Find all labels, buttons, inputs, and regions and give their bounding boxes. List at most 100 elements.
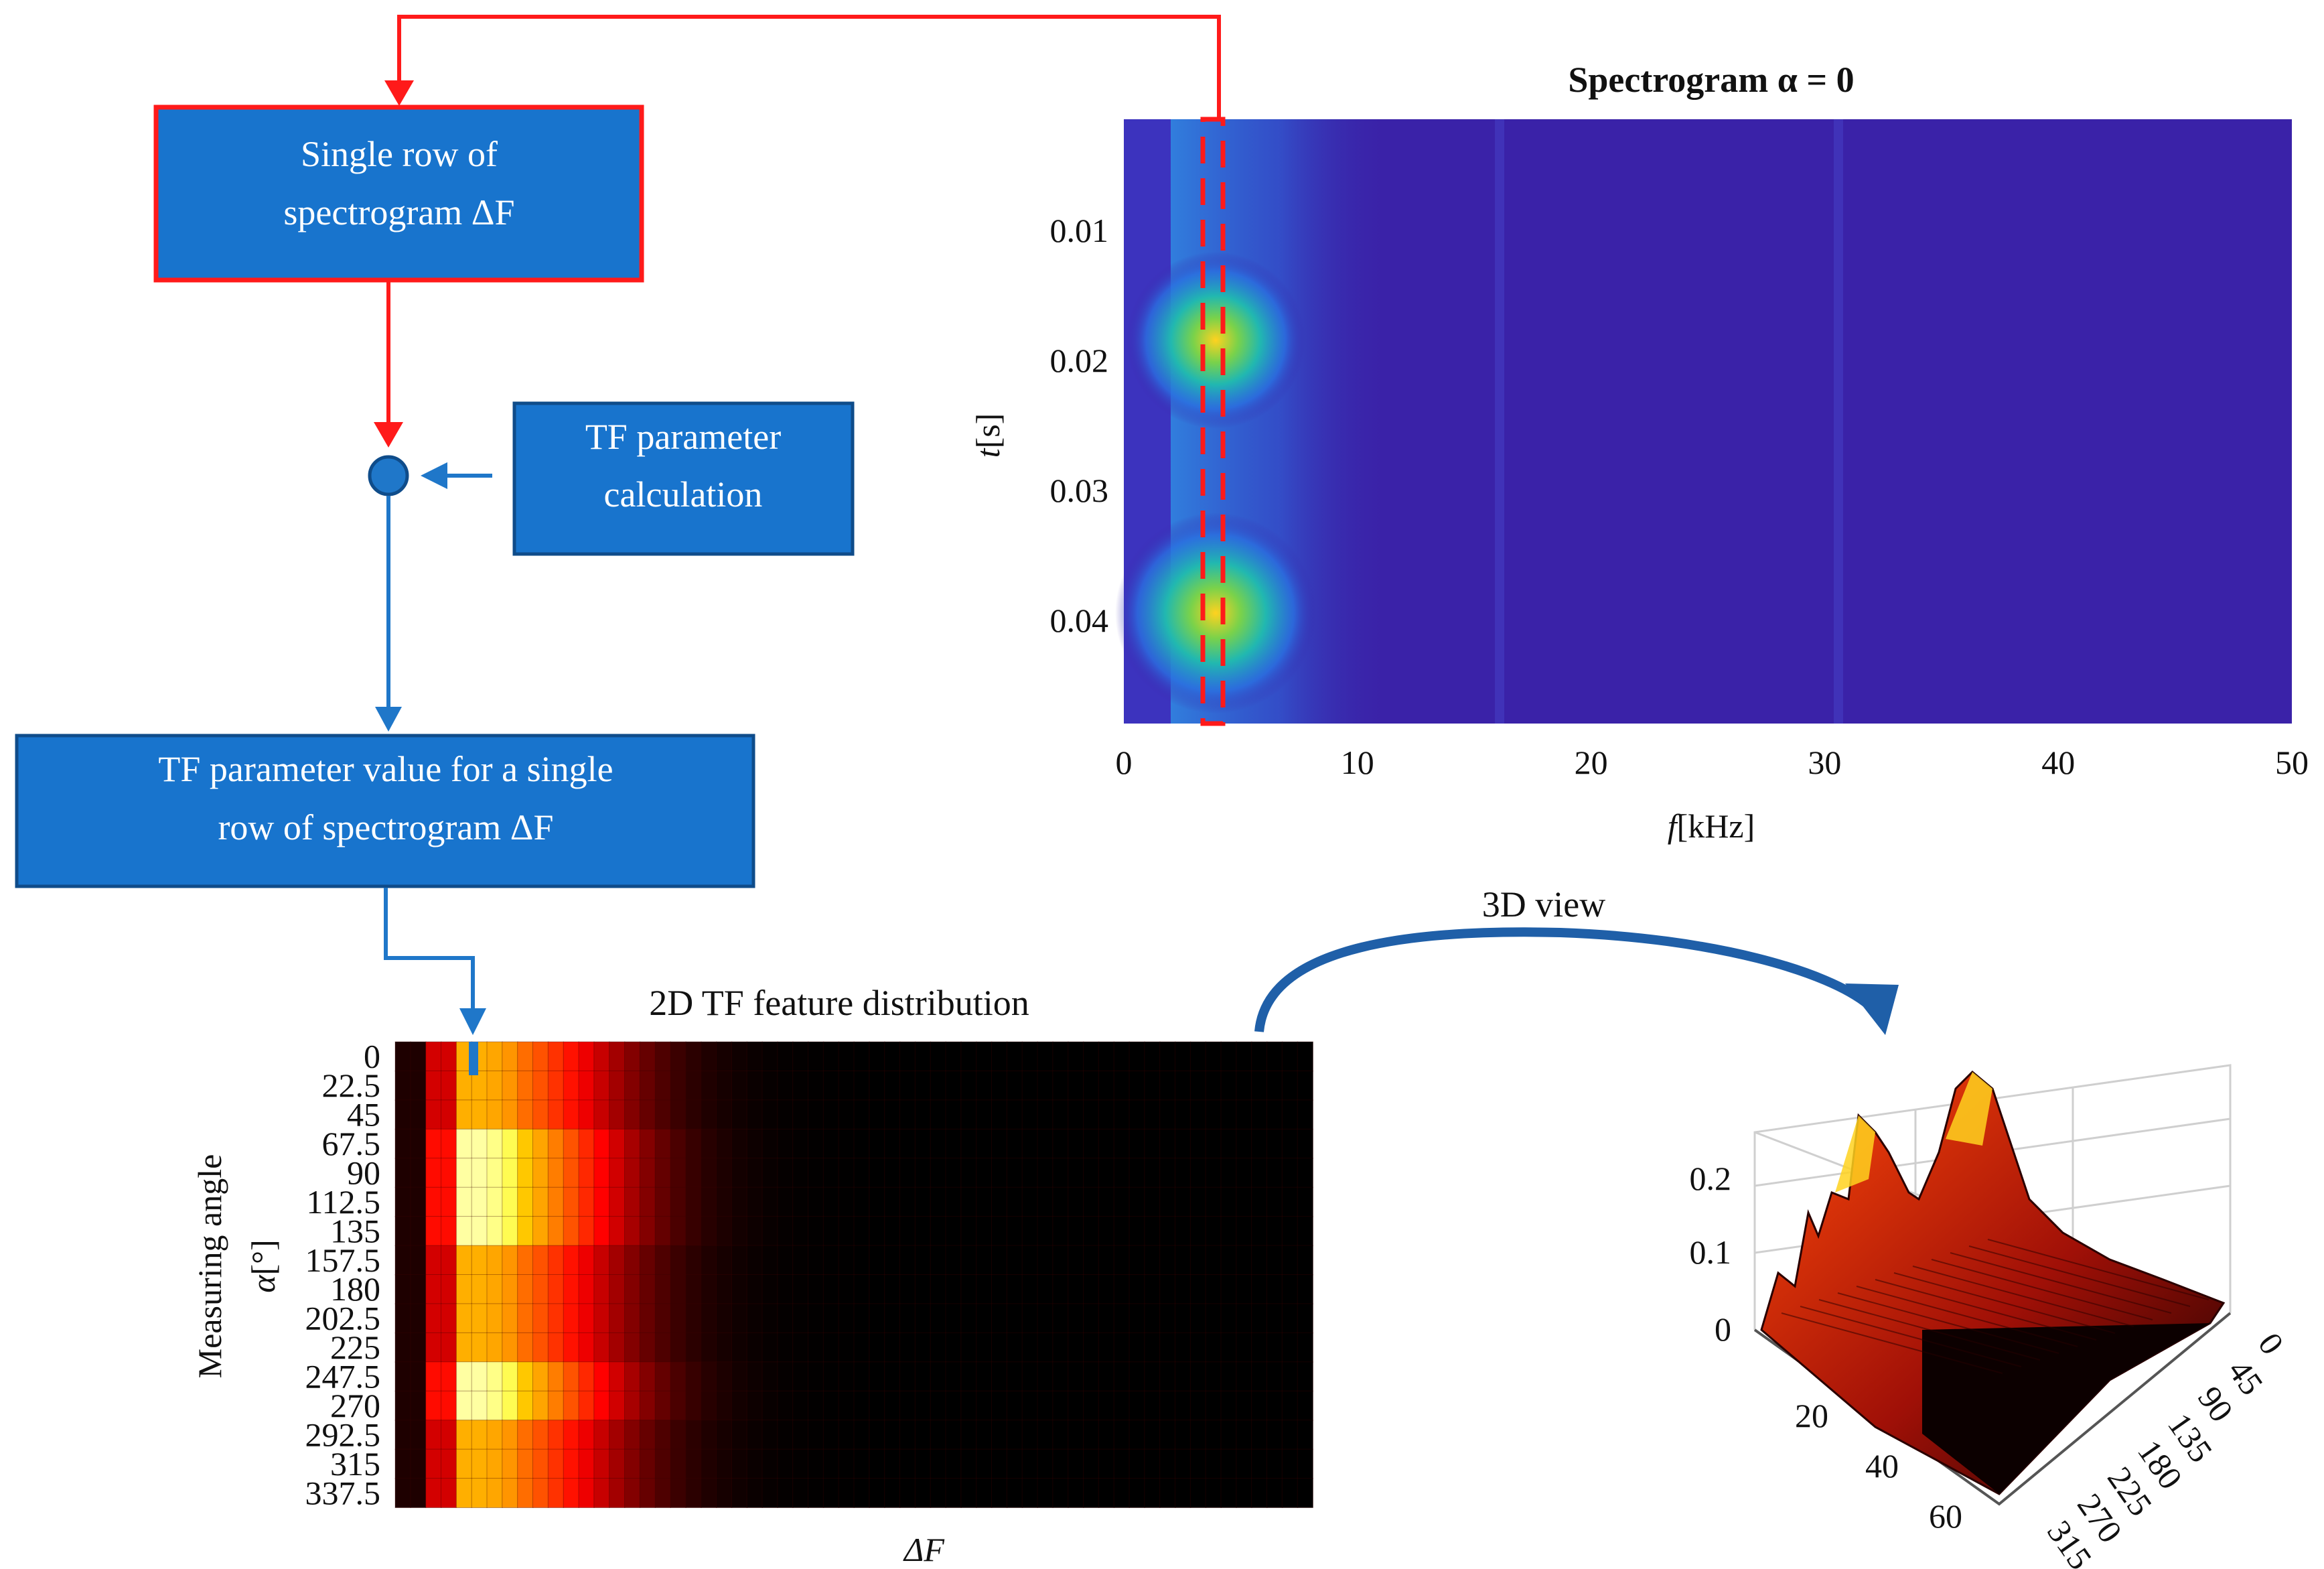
spectrogram-y-tick-label: 0.01 xyxy=(1050,212,1109,249)
heatmap-cell xyxy=(792,1390,809,1421)
heatmap-cell xyxy=(425,1448,442,1479)
heatmap-cell xyxy=(455,1070,473,1101)
heatmap-cell xyxy=(1113,1041,1130,1072)
box-tf-calculation-line1: TF parameter xyxy=(585,417,781,457)
heatmap-cell xyxy=(716,1186,733,1217)
heatmap-cell xyxy=(563,1216,580,1247)
heatmap-cell xyxy=(685,1186,702,1217)
heatmap-cell xyxy=(1098,1041,1115,1072)
heatmap-cell xyxy=(425,1478,442,1508)
heatmap-cell xyxy=(930,1041,946,1072)
heatmap-cell xyxy=(960,1361,977,1392)
heatmap-cell xyxy=(1159,1361,1176,1392)
heatmap-cell xyxy=(716,1099,733,1130)
heatmap-cell xyxy=(945,1245,962,1276)
heatmap-cell xyxy=(1098,1390,1115,1421)
heatmap-cell xyxy=(945,1186,962,1217)
heatmap-cell xyxy=(1083,1332,1100,1363)
heatmap-cell xyxy=(914,1332,932,1363)
spectrogram-y-tick-label: 0.03 xyxy=(1050,472,1109,509)
heatmap-cell xyxy=(1052,1361,1069,1392)
heatmap-cell xyxy=(609,1158,626,1188)
heatmap-cell xyxy=(930,1158,946,1188)
heatmap-cell xyxy=(1144,1361,1161,1392)
heatmap-cell xyxy=(639,1186,656,1217)
heatmap-cell xyxy=(899,1245,916,1276)
heatmap-cell xyxy=(517,1390,534,1421)
heatmap-cell xyxy=(945,1128,962,1159)
heatmap-cell xyxy=(685,1128,702,1159)
heatmap-cell xyxy=(532,1448,549,1479)
heatmap-cell xyxy=(701,1478,717,1508)
heatmap-cell xyxy=(1006,1303,1023,1334)
heatmap-cell xyxy=(1236,1274,1252,1304)
heatmap-cell xyxy=(563,1128,580,1159)
heatmap-cell xyxy=(808,1070,824,1101)
heatmap-cell xyxy=(1159,1478,1176,1508)
heatmap-cell xyxy=(1189,1361,1207,1392)
heatmap-cells xyxy=(394,1041,1313,1508)
heatmap-cell xyxy=(1236,1478,1252,1508)
heatmap-cell xyxy=(884,1070,901,1101)
heatmap-cell xyxy=(532,1303,549,1334)
heatmap-cell xyxy=(991,1448,1008,1479)
heatmap-cell xyxy=(1205,1303,1222,1334)
heatmap-cell xyxy=(1281,1420,1299,1450)
heatmap-cell xyxy=(914,1478,932,1508)
heatmap-cell xyxy=(716,1070,733,1101)
heatmap-cell xyxy=(838,1420,855,1450)
heatmap-cell xyxy=(502,1099,518,1130)
heatmap-cell xyxy=(1068,1390,1084,1421)
heatmap-cell xyxy=(1052,1099,1069,1130)
heatmap-cell xyxy=(1175,1158,1191,1188)
heatmap-cell xyxy=(777,1332,794,1363)
heatmap-cell xyxy=(1083,1274,1100,1304)
heatmap-cell xyxy=(1159,1041,1176,1072)
heatmap-cell xyxy=(822,1274,840,1304)
heatmap-cell xyxy=(991,1420,1008,1450)
surface-x-tick-label: 40 xyxy=(1865,1447,1899,1485)
heatmap-cell xyxy=(547,1448,565,1479)
heatmap-cell xyxy=(502,1390,518,1421)
heatmap-y-tick-label: 22.5 xyxy=(322,1067,381,1104)
heatmap-cell xyxy=(1266,1332,1283,1363)
heatmap-cell xyxy=(1006,1361,1023,1392)
heatmap-cell xyxy=(746,1448,763,1479)
heatmap-cell xyxy=(914,1245,932,1276)
heatmap-cell xyxy=(1052,1186,1069,1217)
heatmap-cell xyxy=(930,1128,946,1159)
heatmap-cell xyxy=(578,1041,595,1072)
heatmap-cell xyxy=(1220,1448,1237,1479)
heatmap-cell xyxy=(1144,1158,1161,1188)
heatmap-cell xyxy=(716,1478,733,1508)
heatmap-cell xyxy=(792,1274,809,1304)
heatmap-cell xyxy=(685,1245,702,1276)
heatmap-cell xyxy=(517,1478,534,1508)
heatmap-cell xyxy=(731,1158,748,1188)
heatmap-cell xyxy=(1220,1041,1237,1072)
heatmap-cell xyxy=(1297,1274,1313,1304)
heatmap-cell xyxy=(670,1245,686,1276)
heatmap-cell xyxy=(991,1478,1008,1508)
heatmap-cell xyxy=(670,1448,686,1479)
heatmap-cell xyxy=(486,1070,503,1101)
heatmap-cell xyxy=(1129,1303,1145,1334)
heatmap-cell xyxy=(822,1420,840,1450)
heatmap-cell xyxy=(1297,1390,1313,1421)
heatmap-cell xyxy=(639,1216,656,1247)
heatmap-cell xyxy=(441,1478,457,1508)
heatmap-cell xyxy=(746,1070,763,1101)
heatmap-cell xyxy=(517,1361,534,1392)
heatmap-cell xyxy=(685,1478,702,1508)
heatmap-cell xyxy=(945,1099,962,1130)
heatmap-cell xyxy=(1006,1216,1023,1247)
heatmap-cell xyxy=(502,1158,518,1188)
heatmap-cell xyxy=(960,1274,977,1304)
heatmap-cell xyxy=(808,1041,824,1072)
heatmap-cell xyxy=(1113,1128,1130,1159)
heatmap-cell xyxy=(1281,1070,1299,1101)
heatmap-cell xyxy=(455,1303,473,1334)
heatmap-cell xyxy=(609,1361,626,1392)
heatmap-cell xyxy=(670,1274,686,1304)
heatmap-cell xyxy=(869,1274,885,1304)
